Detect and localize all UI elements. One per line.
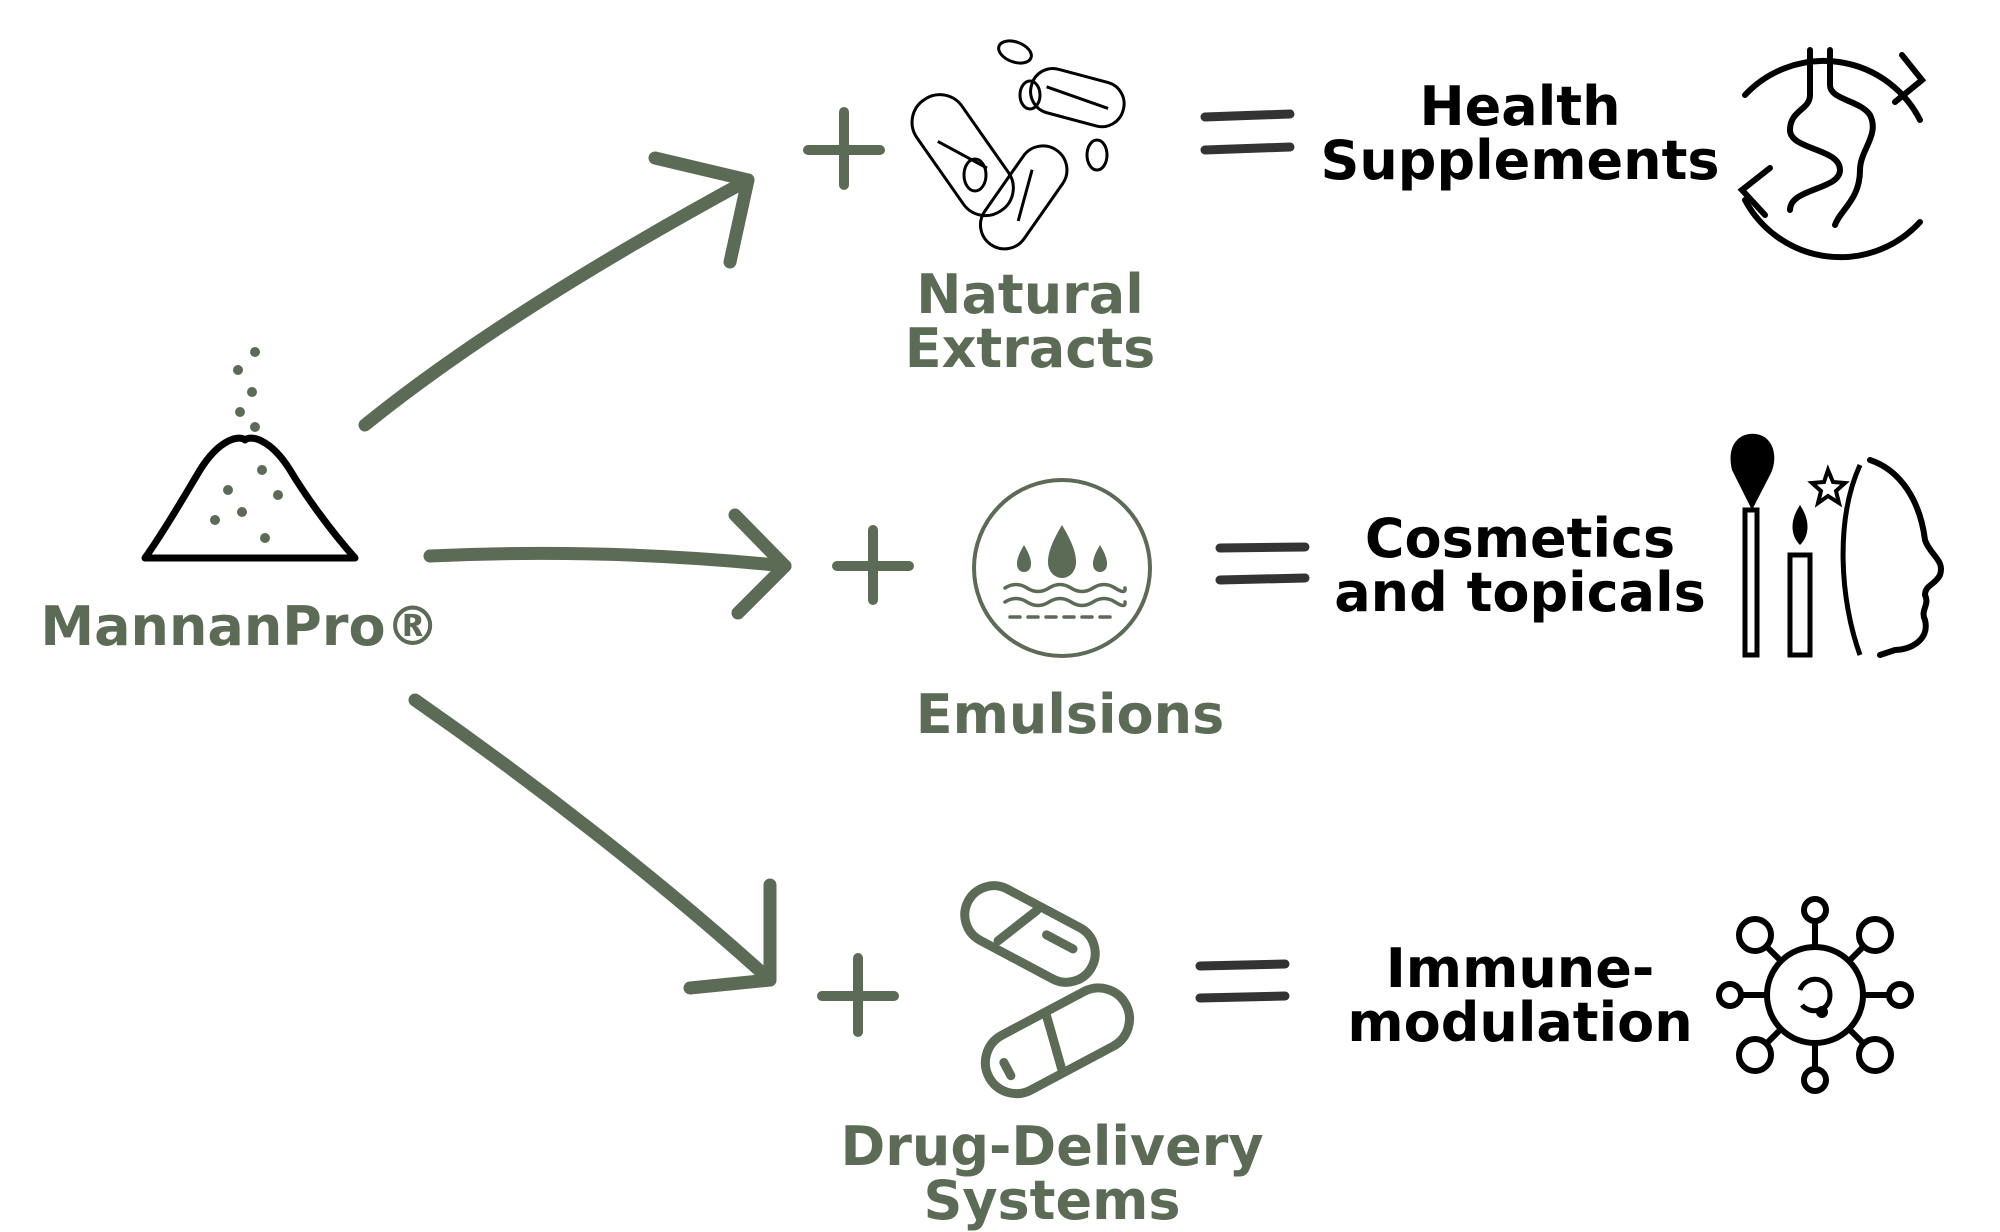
arrow-to-natural-extracts [358, 151, 755, 432]
plus-sign-1 [803, 107, 885, 190]
water-drops-icon [972, 478, 1152, 658]
ingredient-label-line: Emulsions [915, 683, 1225, 746]
ingredient-label-emulsions: Emulsions [840, 688, 1300, 742]
arrow-to-drug-delivery [408, 693, 777, 995]
outcome-label-cosmetics: Cosmetics and topicals [1290, 512, 1750, 620]
ingredient-label-line: Natural [916, 263, 1144, 326]
ingredient-label-line: Drug-Delivery [840, 1115, 1264, 1178]
ingredient-label-natural-extracts: Natural Extracts [800, 268, 1260, 376]
equals-sign-3 [1195, 959, 1290, 1003]
outcome-label-health-supplements: Health Supplements [1290, 80, 1750, 188]
virus-network-icon [1716, 896, 1914, 1094]
outcome-label-immune-modulation: Immune- modulation [1290, 942, 1750, 1050]
ingredient-label-drug-delivery: Drug-Delivery Systems [822, 1120, 1282, 1228]
outcome-label-line: modulation [1347, 991, 1693, 1054]
outcome-label-line: Cosmetics [1364, 507, 1676, 570]
ingredient-label-line: Extracts [904, 317, 1156, 380]
ingredient-label-line: Systems [923, 1169, 1181, 1232]
outcome-label-line: Immune- [1385, 937, 1655, 1000]
outcome-label-line: Supplements [1320, 129, 1720, 192]
capsules-icon [960, 881, 1134, 1099]
makeup-face-icon [1730, 433, 1944, 658]
outcome-label-line: and topicals [1334, 561, 1706, 624]
source-label: MannanPro® [40, 595, 440, 658]
equals-sign-1 [1200, 109, 1295, 155]
plus-sign-2 [832, 525, 914, 605]
outcome-label-line: Health [1419, 75, 1621, 138]
arrow-to-emulsions [423, 508, 792, 620]
plus-sign-3 [817, 953, 899, 1037]
bacteria-icon [910, 39, 1126, 251]
gut-cycle-icon [1737, 47, 1927, 261]
powder-pile-icon [141, 347, 359, 562]
equals-sign-2 [1215, 542, 1310, 585]
